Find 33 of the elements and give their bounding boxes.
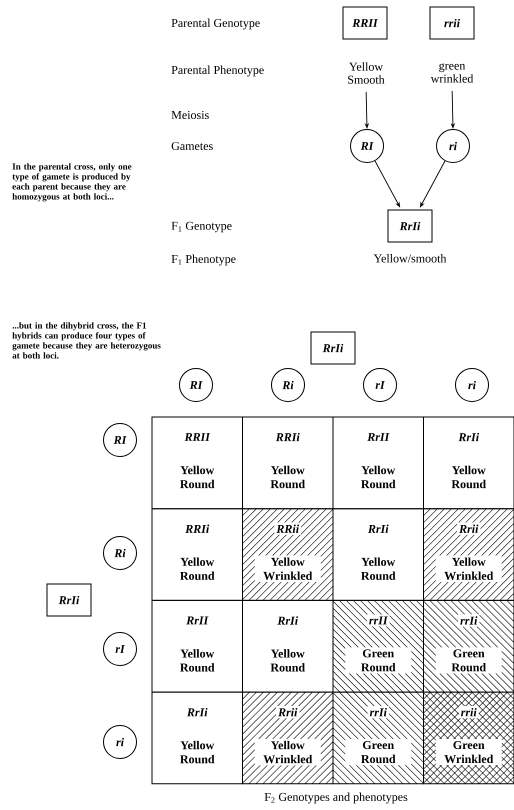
punnett-cell: RrIi Yellow Round (242, 600, 334, 693)
caption: F$_{2}$ Genotypes and phenotypes (264, 792, 408, 804)
punnett-cell: rrIi Green Round (423, 600, 514, 693)
punnett-cell: RrIi Yellow Round (332, 508, 424, 601)
punnett-cell: RRIi Yellow Round (242, 416, 334, 510)
row-label: F$_{1}$ Phenotype (172, 254, 236, 266)
row-label: F$_{1}$ Genotype (172, 222, 232, 232)
genotype-box: RrIi (310, 332, 356, 364)
punnett-cell: rrii Green Wrinkled (423, 692, 514, 784)
punnett-cell: rrII Green Round (332, 600, 424, 693)
punnett-cell: RrIi Yellow Round (423, 416, 514, 510)
punnett-cell: RrII Yellow Round (332, 416, 424, 510)
row-label: Meiosis (172, 110, 209, 120)
note-text: ...but in the dihybrid cross, the F1 hybrids can produce four types of gamete because they are heterozygous at both loci. (12, 322, 161, 359)
punnett-cell: Rrii Yellow Wrinkled (423, 508, 514, 601)
phenotype-text: Yellow Smooth (348, 62, 384, 84)
punnett-cell: RRii Yellow Wrinkled (242, 508, 334, 601)
punnett-cell: RrII Yellow Round (152, 600, 243, 693)
genotype-box: RRII (342, 6, 388, 40)
row-label: Parental Genotype (172, 18, 260, 30)
genotype-box: RrIi (388, 210, 432, 242)
phenotype-text: Yellow/smooth (374, 254, 446, 262)
punnett-cell: RRIi Yellow Round (152, 508, 243, 601)
genotype-box: RrIi (46, 584, 92, 616)
row-label: Gametes (172, 142, 213, 150)
punnett-cell: RrIi Yellow Round (152, 692, 243, 784)
punnett-cell: RRII Yellow Round (152, 416, 243, 510)
note-text: In the parental cross, only one type of gamete is produced by each parent because they are homozygous at both loci... (12, 163, 132, 202)
row-label: Parental Phenotype (172, 66, 264, 76)
punnett-cell: rrIi Green Round (332, 692, 424, 784)
genotype-box: rrii (430, 6, 474, 40)
phenotype-text: green wrinkled (430, 63, 474, 83)
punnett-cell: Rrii Yellow Wrinkled (242, 692, 334, 784)
